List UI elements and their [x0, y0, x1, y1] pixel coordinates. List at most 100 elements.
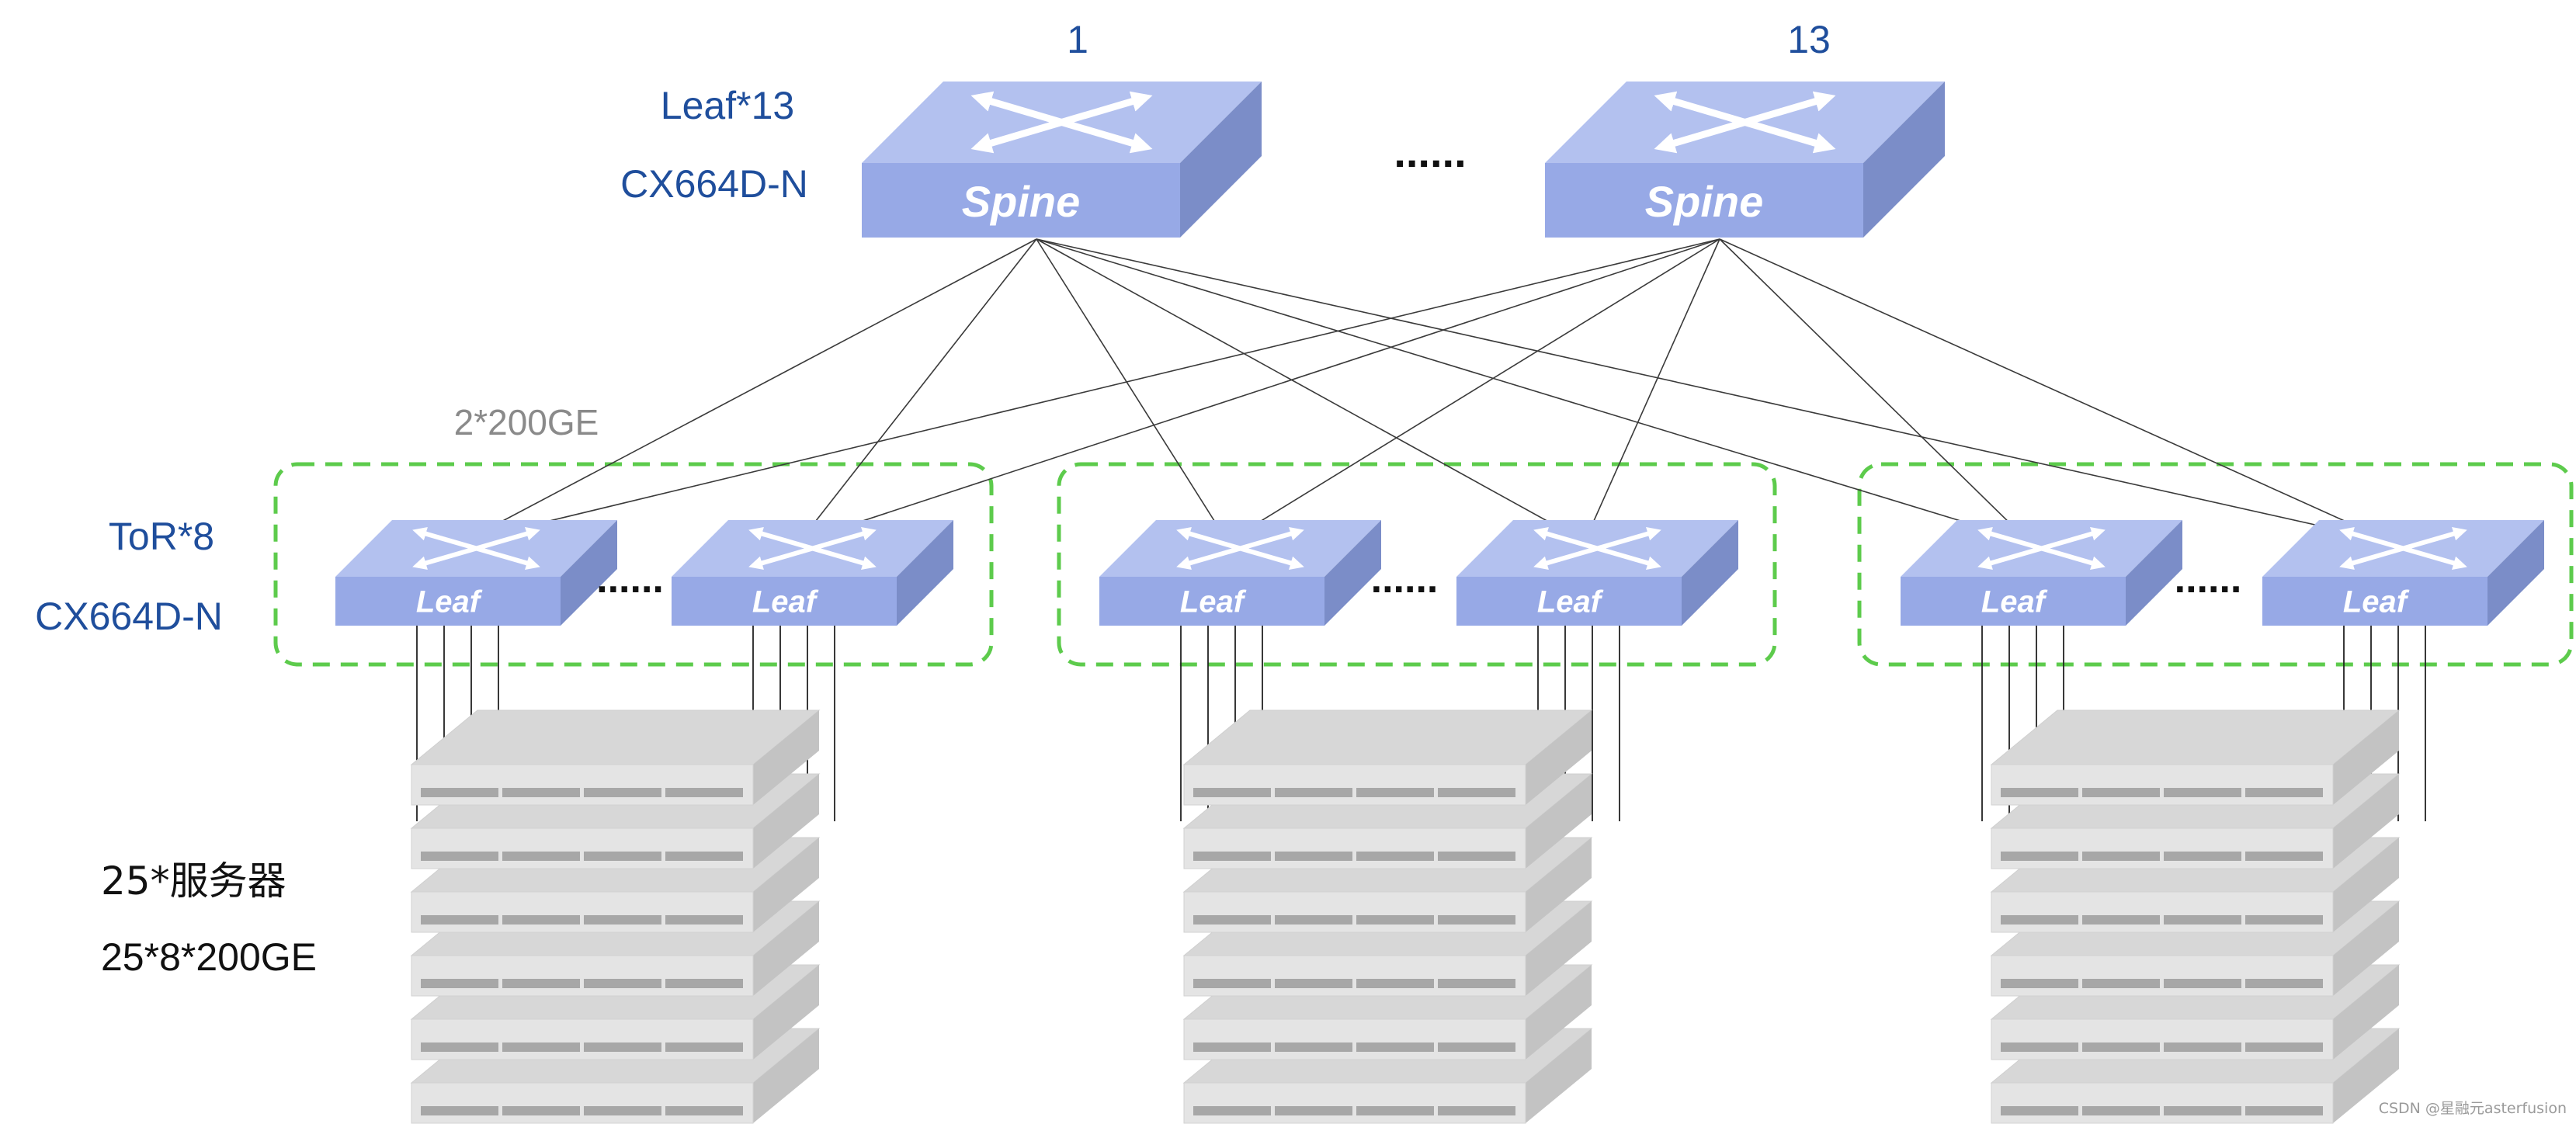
server-drive-slot	[2245, 788, 2323, 797]
link-spine1-leaf2	[799, 238, 1037, 543]
rack-server-icon	[1182, 709, 1593, 806]
server-drive-slot	[665, 979, 743, 988]
server-drive-slot	[2001, 1106, 2078, 1115]
server-drive-slot	[2082, 1106, 2160, 1115]
leaf-switch-6: Leaf	[2262, 520, 2544, 626]
server-drive-slot	[1438, 1042, 1515, 1052]
server-drive-slot	[502, 915, 580, 925]
server-drive-slot	[2245, 979, 2323, 988]
switch-side-face	[1324, 520, 1381, 626]
leaf-switch-2: Leaf	[672, 520, 953, 626]
server-drive-slot	[1438, 788, 1515, 797]
server-drive-slot	[584, 1106, 661, 1115]
switch-front-face	[672, 577, 897, 626]
rack-server-icon	[410, 709, 821, 806]
server-drive-slot	[1275, 788, 1352, 797]
server-drive-slot	[1356, 1106, 1434, 1115]
server-count-label: 25*服务器	[101, 859, 286, 904]
switch-side-face	[2126, 520, 2182, 626]
leaf-tier-model-label: CX664D-N	[35, 595, 223, 638]
switch-cross-arrows-icon	[1654, 91, 1836, 154]
server-drive-slot	[1275, 1042, 1352, 1052]
server-drive-slot	[665, 1042, 743, 1052]
server-drive-slot	[665, 915, 743, 925]
link-spine2-leaf3	[1227, 238, 1720, 543]
switch-label: Leaf	[2343, 585, 2410, 619]
switch-front-face	[335, 577, 561, 626]
link-bandwidth-label: 2*200GE	[454, 402, 599, 442]
switch-front-face	[2262, 577, 2487, 626]
server-drive-slot	[421, 852, 498, 861]
server-drive-slot	[1275, 979, 1352, 988]
leaf-ellipsis-1: ......	[596, 557, 664, 602]
switch-cross-arrows-icon	[748, 526, 877, 571]
switch-label: Leaf	[1537, 585, 1604, 619]
link-spine2-leaf1	[463, 238, 1720, 543]
spine-switch-last: Spine	[1545, 82, 1945, 238]
tor-group-box-1	[273, 462, 994, 667]
server-drive-slot	[421, 979, 498, 988]
switch-front-face	[1456, 577, 1682, 626]
server-drive-slot	[584, 1042, 661, 1052]
server-drive-slot	[2164, 915, 2241, 925]
link-spine1-leaf6	[1036, 238, 2391, 543]
spine-index-first: 1	[1067, 18, 1088, 61]
server-ports-label: 25*8*200GE	[101, 935, 317, 979]
server-drive-slot	[2164, 852, 2241, 861]
switch-label: Spine	[962, 177, 1080, 226]
spine-ellipsis: ......	[1394, 127, 1466, 176]
leaf-ellipsis-2: ......	[1371, 557, 1439, 602]
server-drive-slot	[2164, 788, 2241, 797]
server-drive-slot	[2001, 788, 2078, 797]
server-drive-slot	[421, 788, 498, 797]
server-drive-slot	[2245, 852, 2323, 861]
server-drive-slot	[584, 915, 661, 925]
switch-side-face	[897, 520, 953, 626]
switch-label: Spine	[1645, 177, 1763, 226]
server-drive-slot	[665, 852, 743, 861]
server-drive-slot	[502, 852, 580, 861]
link-spine2-leaf6	[1719, 238, 2391, 543]
spine-tier-model-label: CX664D-N	[620, 162, 808, 206]
server-drive-slot	[2245, 915, 2323, 925]
switch-cross-arrows-icon	[2339, 526, 2467, 571]
server-drive-slot	[2001, 915, 2078, 925]
link-spine1-leaf1	[463, 238, 1037, 543]
server-drive-slot	[1438, 979, 1515, 988]
link-spine1-leaf4	[1036, 238, 1585, 543]
switch-front-face	[1545, 163, 1863, 238]
switch-cross-arrows-icon	[970, 91, 1153, 154]
server-drive-slot	[421, 915, 498, 925]
link-spine2-leaf2	[799, 238, 1720, 543]
server-drive-slot	[1356, 788, 1434, 797]
server-drive-slot	[502, 788, 580, 797]
server-drive-slot	[2001, 1042, 2078, 1052]
server-drive-slot	[2245, 1106, 2323, 1115]
link-spine1-leaf5	[1036, 238, 2029, 543]
server-drive-slot	[502, 979, 580, 988]
server-drive-slot	[1193, 915, 1271, 925]
server-drive-slot	[2245, 1042, 2323, 1052]
switch-side-face	[561, 520, 617, 626]
server-drive-slot	[2082, 788, 2160, 797]
server-drive-slot	[1275, 915, 1352, 925]
server-drive-slot	[1193, 852, 1271, 861]
spine-tier-count-label: Leaf*13	[661, 84, 794, 127]
server-stack-1	[410, 709, 821, 1124]
server-drive-slot	[2164, 1042, 2241, 1052]
switch-front-face	[1099, 577, 1324, 626]
server-drive-slot	[2082, 1042, 2160, 1052]
server-drive-slot	[1438, 1106, 1515, 1115]
server-drive-slot	[1356, 852, 1434, 861]
leaf-switch-3: Leaf	[1099, 520, 1381, 626]
leaf-switch-4: Leaf	[1456, 520, 1738, 626]
switch-label: Leaf	[416, 585, 483, 619]
switch-front-face	[1901, 577, 2126, 626]
server-drive-slot	[2164, 1106, 2241, 1115]
server-drive-slot	[502, 1042, 580, 1052]
server-drive-slot	[584, 979, 661, 988]
server-drive-slot	[1275, 852, 1352, 861]
switch-side-face	[2487, 520, 2544, 626]
switch-label: Leaf	[752, 585, 819, 619]
